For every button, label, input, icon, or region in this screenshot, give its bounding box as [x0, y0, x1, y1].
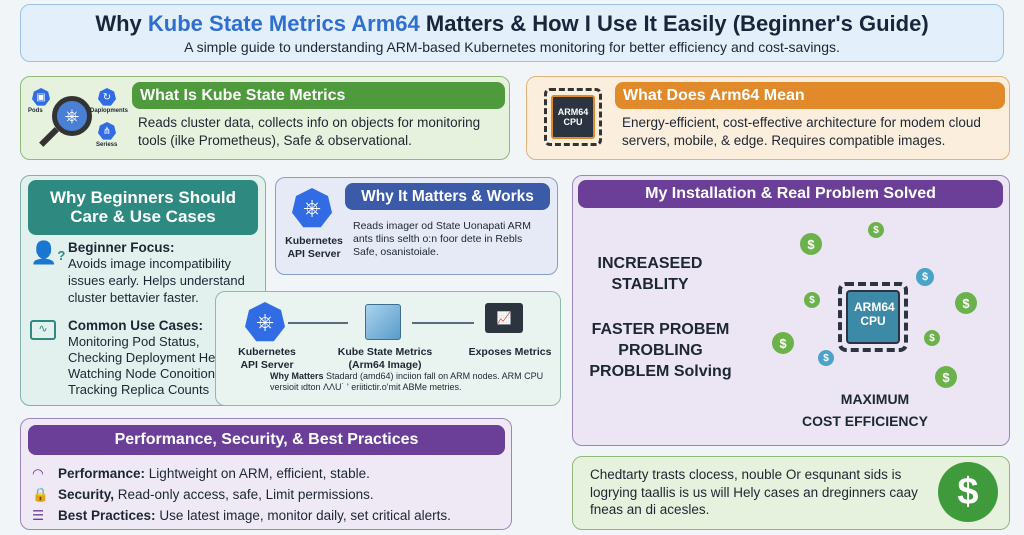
services-icon: ⋔ — [98, 122, 116, 140]
cpu-chip-icon: ARM64 CPU — [544, 88, 602, 146]
arm64-title: What Does Arm64 Mean — [615, 82, 1005, 109]
dollar-icon: $ — [955, 292, 977, 314]
monitor-icon: ∿ — [30, 320, 56, 340]
arm64-body: Energy-efficient, cost-effective archite… — [622, 115, 981, 148]
point-stability: INCREASEED STABLITY — [597, 255, 703, 293]
use-case-item: Checking Deployment He — [68, 350, 216, 365]
dollar-icon: $ — [916, 268, 934, 286]
practice-performance: ◠Performance: Lightweight on ARM, effici… — [32, 463, 451, 484]
flow-connector — [288, 322, 348, 324]
practices-title: Performance, Security, & Best Practices — [28, 425, 505, 455]
use-case-item: Watching Node Conoition — [68, 366, 215, 381]
use-case-item: Tracking Replica Counts — [68, 382, 210, 397]
list-icon: ☰ — [32, 508, 45, 523]
dollar-icon: $ — [772, 332, 794, 354]
dollar-icon: $ — [938, 462, 998, 522]
flow-node-ksm: Kube State Metrics (Arm64 Image) — [337, 346, 433, 371]
page-title: Why Kube State Metrics Arm64 Matters & H… — [95, 11, 929, 36]
beginners-title: Why Beginners Should Care & Use Cases — [28, 180, 258, 235]
what-is-title: What Is Kube State Metrics — [132, 82, 505, 109]
use-cases-title: Common Use Cases: — [68, 318, 204, 333]
page-subtitle: A simple guide to understanding ARM-base… — [184, 39, 840, 55]
gauge-icon: ◠ — [32, 466, 44, 481]
cost-efficiency-label: COST EFFICIENCY — [801, 413, 928, 429]
why-matters-title: Why It Matters & Works — [345, 183, 550, 210]
why-matters-body: Reads imager od State Uonapati ARM ants … — [353, 220, 532, 259]
dollar-icon: $ — [800, 233, 822, 255]
cpu-chip-icon: ARM64 CPU — [838, 282, 908, 352]
practices-list: ◠Performance: Lightweight on ARM, effici… — [32, 463, 451, 526]
installation-title: My Installation & Real Problem Solved — [578, 180, 1003, 208]
what-is-body: Reads cluster data, collects info on obj… — [138, 115, 481, 148]
deployments-icon: ↻ — [98, 88, 116, 106]
user-question-icon: 👤? — [30, 240, 66, 265]
flow-node-api: Kubernetes API Server — [238, 346, 296, 371]
maximum-label: MAXIMUM — [840, 391, 910, 407]
installation-card — [572, 175, 1010, 446]
pods-label: Pods — [28, 108, 43, 114]
flow-connector — [412, 322, 474, 324]
savings-body: Chedtarty trasts clocess, nouble Or esqu… — [590, 467, 918, 518]
services-label: Seriess — [96, 142, 118, 148]
header-banner: Why Kube State Metrics Arm64 Matters & H… — [20, 4, 1004, 62]
dollar-icon: $ — [804, 292, 820, 308]
dollar-icon: $ — [935, 366, 957, 388]
beginner-focus-body: Avoids image incompatibility issues earl… — [68, 256, 245, 305]
flow-node-metrics: Exposes Metrics — [468, 346, 552, 358]
use-cases-list: Monitoring Pod Status, Checking Deployme… — [68, 334, 218, 398]
practice-security: 🔒Security, Read-only access, safe, Limit… — [32, 484, 451, 505]
magnifier-icon: ⎈ — [52, 96, 92, 136]
kubernetes-api-label: Kubernetes API Server — [285, 235, 343, 260]
flow-note: Why Matters Stadard (amd64) inciion fall… — [270, 371, 544, 393]
use-case-item: Monitoring Pod Status, — [68, 334, 200, 349]
practice-best: ☰Best Practices: Use latest image, monit… — [32, 505, 451, 526]
dollar-icon: $ — [868, 222, 884, 238]
pods-icon: ▣ — [32, 88, 50, 106]
container-icon — [365, 304, 401, 340]
point-faster: FASTER PROBEM PROBLING PROBLEM Solving — [589, 321, 732, 380]
dollar-icon: $ — [818, 350, 834, 366]
lock-icon: 🔒 — [32, 487, 49, 502]
deployments-label: Daplopments — [90, 108, 129, 114]
dashboard-icon: 📈 — [485, 303, 523, 333]
beginner-focus-title: Beginner Focus: — [68, 240, 175, 255]
savings-card — [572, 456, 1010, 530]
dollar-icon: $ — [924, 330, 940, 346]
